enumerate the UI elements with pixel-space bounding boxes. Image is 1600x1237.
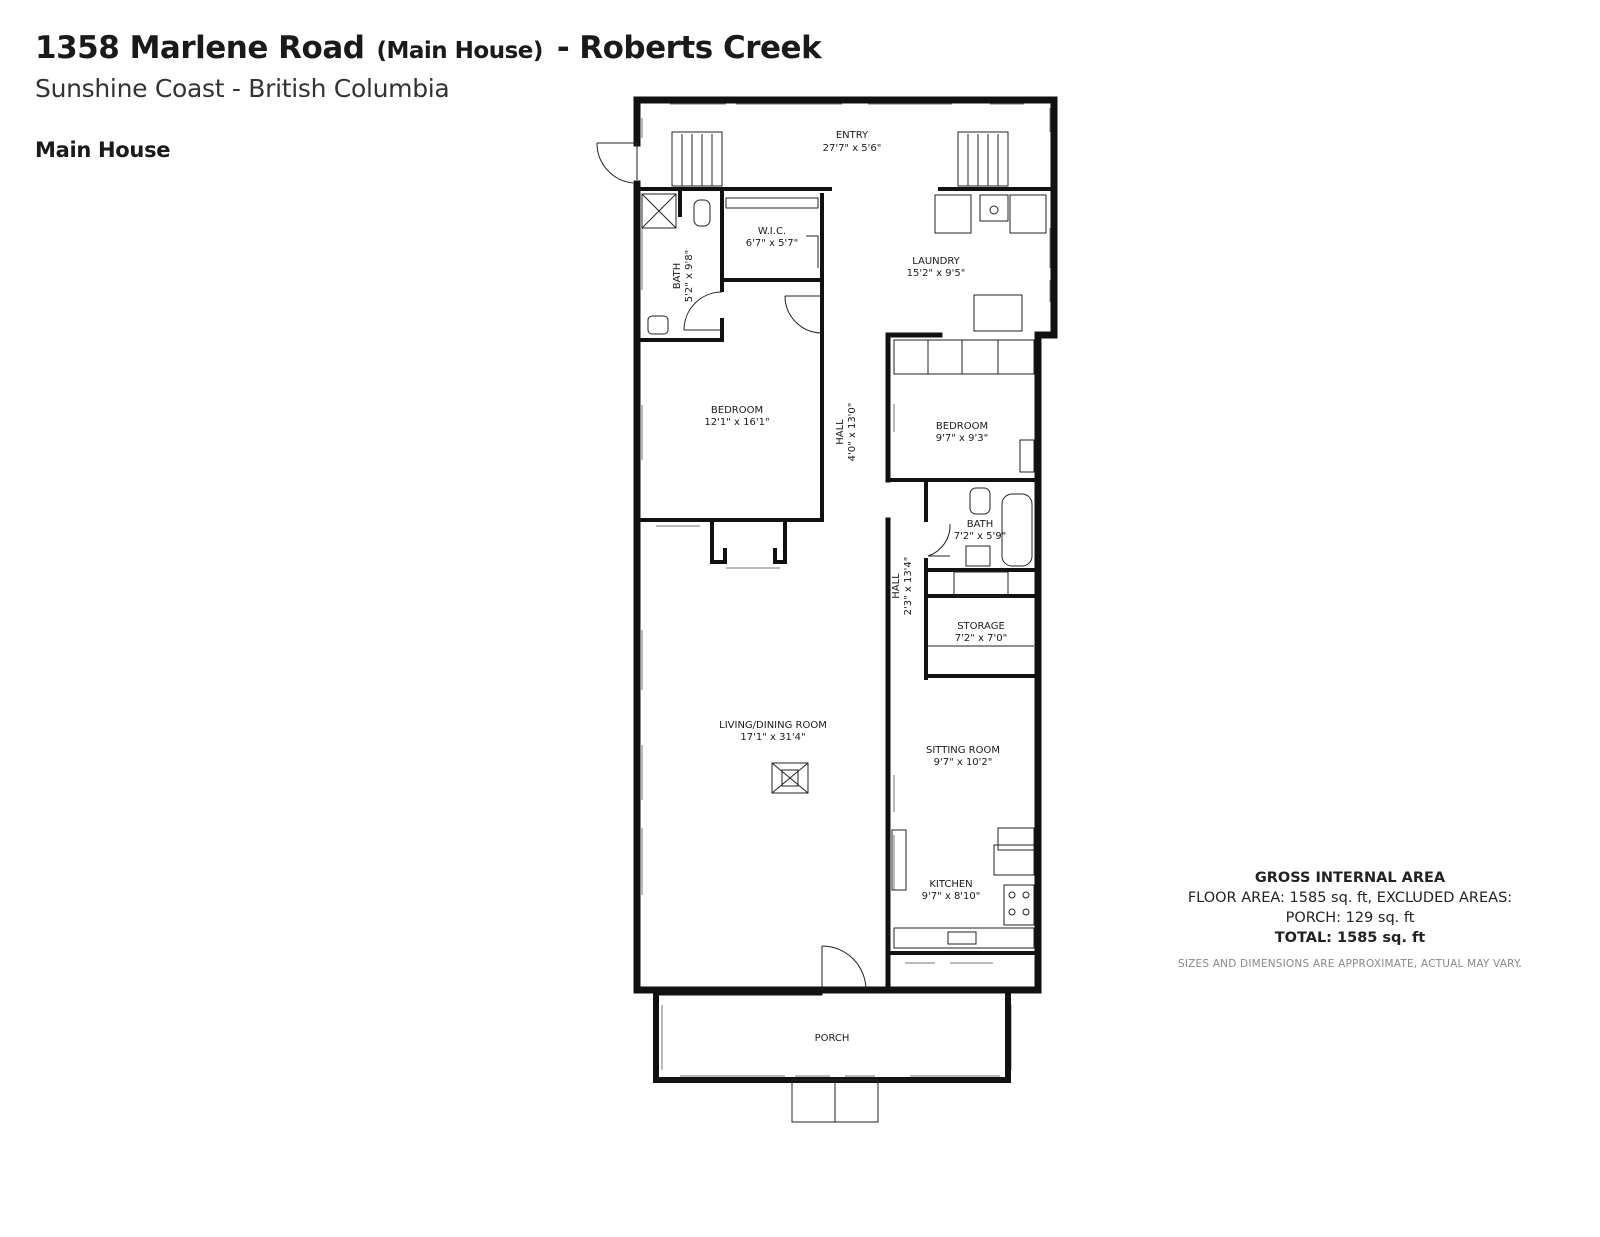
bedroom2-dims: 9'7" x 9'3": [936, 433, 988, 444]
section-label: Main House: [35, 138, 171, 162]
porch-area-line: PORCH: 129 sq. ft: [1285, 910, 1415, 926]
bath1-dims: 5'2" x 9'8": [684, 250, 695, 302]
bath1-label: BATH: [672, 263, 683, 290]
entry-label: ENTRY: [836, 130, 869, 141]
sitting-dims: 9'7" x 10'2": [934, 757, 993, 768]
area-heading: GROSS INTERNAL AREA: [1254, 870, 1446, 886]
bedroom1-label: BEDROOM: [711, 405, 763, 416]
area-name: Roberts Creek: [579, 30, 822, 66]
disclaimer: SIZES AND DIMENSIONS ARE APPROXIMATE, AC…: [1177, 958, 1522, 970]
living-dims: 17'1" x 31'4": [740, 732, 805, 743]
kitchen-label: KITCHEN: [929, 879, 972, 890]
storage-label: STORAGE: [957, 621, 1005, 632]
region: Sunshine Coast - British Columbia: [35, 74, 450, 103]
hall1-label: HALL: [835, 419, 846, 445]
bath2-dims: 7'2" x 5'9": [954, 531, 1006, 542]
fixtures: [596, 131, 1047, 1123]
living-label: LIVING/DINING ROOM: [719, 720, 827, 731]
total-area-line: TOTAL: 1585 sq. ft: [1274, 930, 1426, 946]
room-labels: ENTRY 27'7" x 5'6" W.I.C. 6'7" x 5'7" BA…: [672, 130, 1007, 1044]
walls: [633, 96, 1058, 1083]
house-tag: (Main House): [376, 38, 543, 64]
hall2-dims: 2'3" x 13'4": [903, 557, 914, 616]
floor-area-line: FLOOR AREA: 1585 sq. ft, EXCLUDED AREAS:: [1187, 890, 1513, 906]
porch-label: PORCH: [815, 1033, 850, 1044]
wic-label: W.I.C.: [758, 226, 786, 237]
hall2-labels: HALL 2'3" x 13'4": [891, 557, 914, 616]
bath2-label: BATH: [967, 519, 994, 530]
page-title: 1358 Marlene Road (Main House)-Roberts Cr…: [35, 30, 822, 66]
address: 1358 Marlene Road: [35, 30, 365, 66]
sitting-label: SITTING ROOM: [926, 745, 1000, 756]
wic-dims: 6'7" x 5'7": [746, 238, 798, 249]
title-separator: -: [556, 30, 570, 66]
hall1-labels: HALL 4'0" x 13'0": [835, 403, 858, 462]
windows: [641, 103, 1051, 1077]
laundry-dims: 15'2" x 9'5": [907, 268, 966, 279]
entry-dims: 27'7" x 5'6": [823, 143, 882, 154]
storage-dims: 7'2" x 7'0": [955, 633, 1007, 644]
hall2-label: HALL: [891, 573, 902, 599]
hall1-dims: 4'0" x 13'0": [847, 403, 858, 462]
bedroom1-dims: 12'1" x 16'1": [704, 417, 769, 428]
area-summary: GROSS INTERNAL AREA FLOOR AREA: 1585 sq.…: [1160, 868, 1540, 974]
laundry-label: LAUNDRY: [912, 256, 960, 267]
kitchen-dims: 9'7" x 8'10": [922, 891, 981, 902]
bedroom2-label: BEDROOM: [936, 421, 988, 432]
bath1-labels: BATH 5'2" x 9'8": [672, 250, 695, 302]
